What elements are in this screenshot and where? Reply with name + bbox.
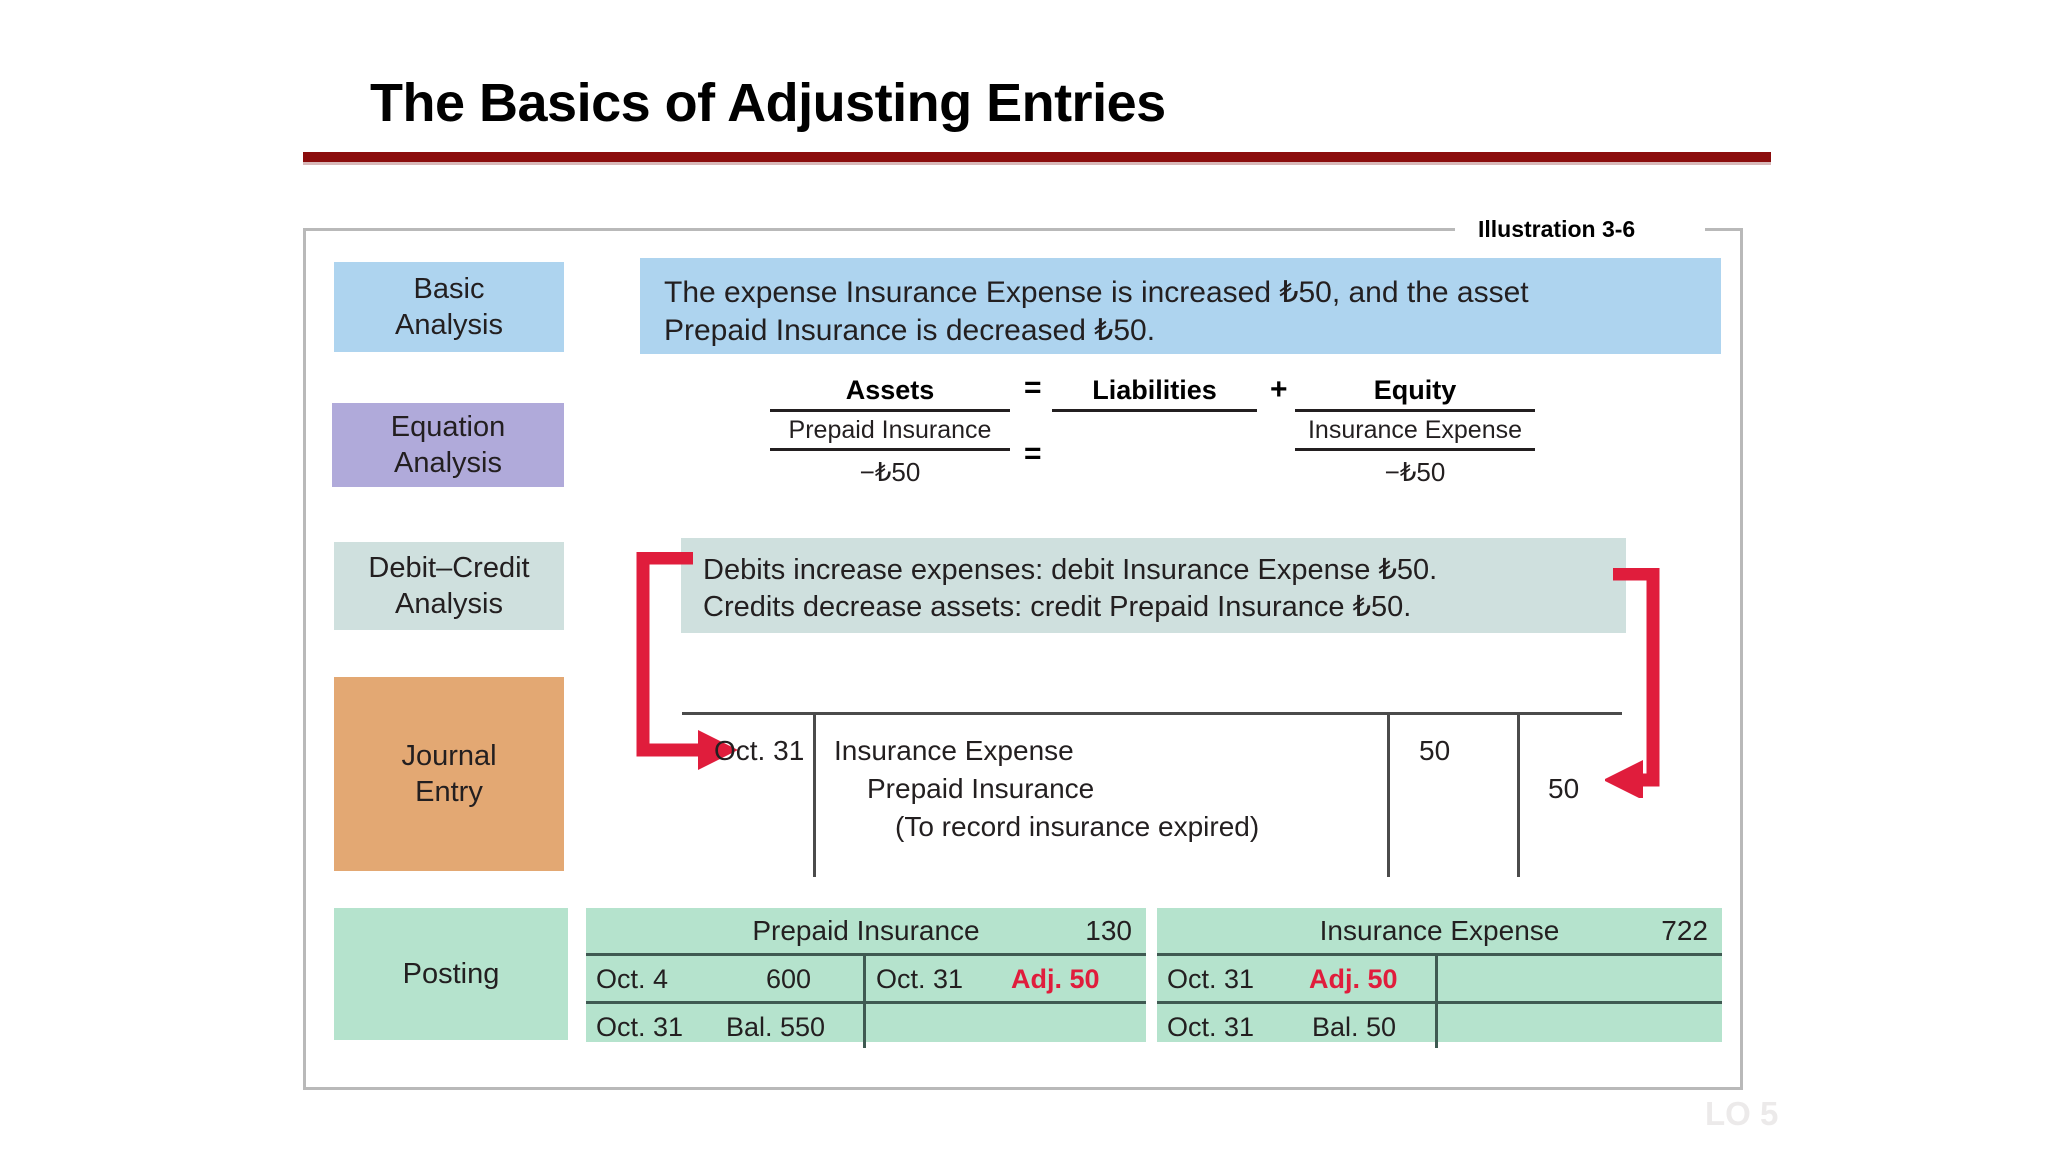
debit-credit-analysis-text: Debits increase expenses: debit Insuranc… [703,552,1437,626]
t-account-number-prepaid: 130 [1085,915,1132,946]
basic-analysis-line2: Prepaid Insurance is decreased ₺50. [664,313,1156,347]
stage-label-journal-entry: Journal Entry [334,677,564,871]
t-row-amount-prepaid-r1: Adj. 50 [1011,964,1100,994]
equation-column-equity: Equity Insurance Expense −₺50 [1295,375,1535,488]
liabilities-header: Liabilities [1092,375,1217,405]
equity-value: −₺50 [1384,457,1446,487]
t-account-insurance-expense: Insurance Expense 722 Oct. 31 Adj. 50 Oc… [1157,908,1732,1052]
equation-operator-plus: + [1270,373,1288,406]
equation-operator-equals-top: = [1024,371,1042,404]
assets-account: Prepaid Insurance [788,416,992,444]
page-title: The Basics of Adjusting Entries [370,73,1166,133]
illustration-label: Illustration 3-6 [1478,216,1636,242]
debit-credit-analysis-box: Debits increase expenses: debit Insuranc… [681,538,1626,633]
stage-equation-line2: Analysis [394,447,502,479]
journal-debit-amount: 50 [1419,735,1451,766]
journal-divider-debit [1387,715,1390,877]
t-account-row-prepaid-2: Oct. 31 Bal. 550 [586,1004,1146,1049]
journal-entry-date: Oct. 31 [714,735,805,766]
stage-journal-line1: Journal [401,739,497,772]
debit-credit-line1: Debits increase expenses: debit Insuranc… [703,554,1438,586]
journal-credit-account: Prepaid Insurance [867,773,1095,804]
t-account-row-prepaid-1: Oct. 4 600 Oct. 31 Adj. 50 [586,956,1146,1048]
t-account-rule-expense-1 [1157,953,1722,956]
stage-label-equation-analysis: Equation Analysis [332,403,564,487]
equity-rule-top [1295,409,1535,412]
basic-analysis-line1: The expense Insurance Expense is increas… [664,276,1529,309]
equation-analysis-group: Assets Prepaid Insurance −₺50 Liabilitie… [640,371,1721,505]
stage-label-debit-credit-analysis: Debit–Credit Analysis [334,542,564,630]
assets-rule-bottom [770,448,1010,451]
title-underline-rule [303,152,1771,165]
equation-column-assets: Assets Prepaid Insurance −₺50 [770,375,1010,488]
stage-label-basic-analysis: Basic Analysis [334,262,564,352]
t-row-date-prepaid-r1: Oct. 31 [876,964,964,994]
assets-value: −₺50 [859,457,921,487]
t-account-rule-prepaid-2 [586,1001,1146,1004]
t-row-date-prepaid-l2: Oct. 31 [596,1012,684,1042]
stage-label-posting: Posting [334,908,568,1040]
stage-equation-line1: Equation [390,410,506,443]
basic-analysis-text: The expense Insurance Expense is increas… [664,274,1529,350]
frame-label-gap [1455,218,1705,240]
journal-debit-account: Insurance Expense [834,735,1074,766]
stage-debit-line2: Analysis [395,588,503,620]
journal-entry-table: Oct. 31 Insurance Expense Prepaid Insura… [682,712,1622,877]
debit-credit-line2: Credits decrease assets: credit Prepaid … [703,591,1412,624]
t-row-amount-expense-l1: Adj. 50 [1309,964,1398,994]
t-row-amount-prepaid-l2: Bal. 550 [726,1012,826,1042]
liabilities-rule-top [1052,409,1257,412]
t-account-header-prepaid: Prepaid Insurance 130 [586,908,1146,953]
stage-journal-line2: Entry [415,776,483,808]
t-row-amount-expense-l2: Bal. 50 [1312,1012,1397,1042]
journal-explanation: (To record insurance expired) [895,811,1260,842]
journal-divider-credit [1517,715,1520,877]
journal-credit-amount: 50 [1548,773,1580,804]
t-account-title-prepaid: Prepaid Insurance [752,915,980,946]
stage-debit-line1: Debit–Credit [368,551,530,584]
t-account-prepaid-insurance: Prepaid Insurance 130 Oct. 4 600 Oct. 31… [586,908,1156,1052]
equation-column-liabilities: Liabilities [1052,375,1257,412]
assets-header: Assets [845,375,935,405]
equity-header: Equity [1373,375,1457,405]
equity-account: Insurance Expense [1307,416,1523,444]
stage-posting-line1: Posting [402,957,500,990]
t-row-amount-prepaid-l1: 600 [766,964,812,994]
t-row-date-expense-l1: Oct. 31 [1167,964,1255,994]
t-account-center-divider-prepaid [863,956,866,1048]
t-account-number-expense: 722 [1661,915,1708,946]
assets-rule-top [770,409,1010,412]
t-account-title-expense: Insurance Expense [1319,915,1560,946]
stage-basic-line2: Analysis [395,309,503,341]
t-account-row-expense-2: Oct. 31 Bal. 50 [1157,1004,1722,1049]
t-account-rule-prepaid-1 [586,953,1146,956]
flow-arrow-right-icon [1603,567,1715,800]
t-account-center-divider-expense [1435,956,1438,1048]
journal-top-rule [682,712,1622,715]
t-row-date-expense-l2: Oct. 31 [1167,1012,1255,1042]
journal-divider-date [813,715,816,877]
flow-arrow-left-icon [630,551,740,782]
t-account-rule-expense-2 [1157,1001,1722,1004]
basic-analysis-box: The expense Insurance Expense is increas… [640,258,1721,354]
t-row-date-prepaid-l1: Oct. 4 [596,964,669,994]
equation-operator-equals-bottom: = [1024,437,1042,470]
learning-objective-tag: LO 5 [1705,1095,1779,1132]
equity-rule-bottom [1295,448,1535,451]
stage-basic-line1: Basic [413,272,485,305]
t-account-header-expense: Insurance Expense 722 [1157,908,1722,953]
t-account-row-expense-1: Oct. 31 Adj. 50 [1157,956,1722,1048]
